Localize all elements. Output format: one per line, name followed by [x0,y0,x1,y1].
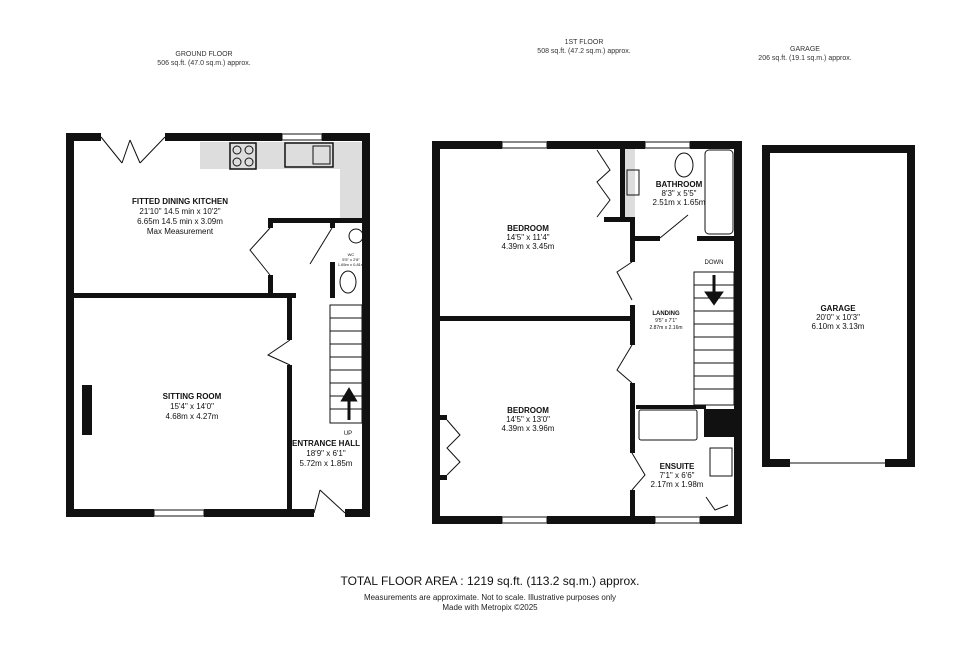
room-bathroom: BATHROOM 8'3" x 5'5" 2.51m x 1.65m [653,180,706,207]
ground-floor-title: GROUND FLOOR [175,51,233,58]
garage-title: GARAGE [790,46,820,53]
room-dim-imperial: 20'0" x 10'3" [816,313,860,322]
room-ensuite: ENSUITE 7'1" x 6'6" 2.17m x 1.98m [651,462,704,489]
disclaimer: Measurements are approximate. Not to sca… [363,593,617,602]
room-dim-imperial: 9'5" x 7'1" [655,318,677,324]
window [644,141,691,149]
stairs-up-arrow-icon [340,387,358,420]
stairs-label: DOWN [705,260,724,266]
ground-floor-plan [66,133,370,517]
first-floor-header: 1ST FLOOR 508 sq.ft. (47.2 sq.m.) approx… [484,38,684,56]
room-dim-metric: 2.87m x 2.16m [649,325,682,331]
room-dim-imperial: 7'1" x 6'6" [660,471,695,480]
room-hall: UP ENTRANCE HALL 18'9" x 6'1" 5.72m x 1.… [292,431,360,468]
window [281,133,323,141]
room-dim-metric: 6.10m x 3.13m [812,322,865,331]
room-dim-metric: 6.65m 14.5 min x 3.09m [137,217,223,226]
stairs-label: UP [344,431,352,437]
footer-notes: Measurements are approximate. Not to sca… [0,593,980,613]
room-dim-metric: 4.39m x 3.96m [502,424,555,433]
first-floor-title: 1ST FLOOR [564,39,604,46]
ground-floor-header: GROUND FLOOR 506 sq.ft. (47.0 sq.m.) app… [104,50,304,68]
garage-header: GARAGE 206 sq.ft. (19.1 sq.m.) approx. [705,45,905,63]
room-name: SITTING ROOM [163,392,222,401]
room-bedroom-1: BEDROOM 14'5" x 11'4" 4.39m x 3.45m [502,224,555,251]
room-dim-imperial: 14'5" x 13'0" [506,415,550,424]
room-name: GARAGE [820,304,856,313]
room-note: Max Measurement [147,227,214,236]
room-name: ENSUITE [660,462,695,471]
ground-floor-area: 506 sq.ft. (47.0 sq.m.) approx. [157,60,251,67]
garage-plan [762,145,915,467]
room-name: BEDROOM [507,406,549,415]
room-dim-imperial: 21'10" 14.5 min x 10'2" [139,207,220,216]
room-dim-metric: 4.39m x 3.45m [502,242,555,251]
room-dim-metric: 2.51m x 1.65m [653,198,706,207]
window [153,509,205,517]
room-dim-metric: 1.65m x 0.81m [338,262,365,267]
room-name: WC [348,252,355,257]
room-landing: DOWN LANDING 9'5" x 7'1" 2.87m x 2.16m [649,260,723,331]
room-dim-metric: 4.68m x 4.27m [166,412,219,421]
room-dim-imperial: 8'3" x 5'5" [662,189,697,198]
room-dim-metric: 5.72m x 1.85m [300,459,353,468]
room-name: BATHROOM [656,180,703,189]
stairs-down-arrow-icon [704,275,724,306]
first-floor-plan [432,141,742,524]
kitchen-worktop [200,142,362,169]
room-name: FITTED DINING KITCHEN [132,197,228,206]
room-dim-imperial: 14'5" x 11'4" [506,233,549,242]
window [501,516,548,524]
credit: Made with Metropix ©2025 [442,603,538,612]
room-name: ENTRANCE HALL [292,439,360,448]
room-dim-imperial: 18'9" x 6'1" [306,449,346,458]
room-kitchen: FITTED DINING KITCHEN 21'10" 14.5 min x … [132,197,228,236]
room-sitting: SITTING ROOM 15'4" x 14'0" 4.68m x 4.27m [163,392,222,421]
room-dim-imperial: 15'4" x 14'0" [170,402,214,411]
room-name: BEDROOM [507,224,549,233]
room-wc: WC 5'5" x 2'8" 1.65m x 0.81m [338,252,365,267]
room-dim-metric: 2.17m x 1.98m [651,480,704,489]
window [501,141,548,149]
garage-area: 206 sq.ft. (19.1 sq.m.) approx. [758,55,852,62]
room-garage: GARAGE 20'0" x 10'3" 6.10m x 3.13m [812,304,865,331]
total-floor-area: TOTAL FLOOR AREA : 1219 sq.ft. (113.2 sq… [340,574,640,588]
room-dim-imperial: 5'5" x 2'8" [342,257,360,262]
first-floor-area: 508 sq.ft. (47.2 sq.m.) approx. [537,48,631,55]
staircase-ground [329,304,363,424]
bathroom-counter [623,148,635,218]
kitchen-worktop-side [340,142,362,218]
room-name: LANDING [652,311,680,317]
room-bedroom-2: BEDROOM 14'5" x 13'0" 4.39m x 3.96m [502,406,555,433]
window [654,516,701,524]
